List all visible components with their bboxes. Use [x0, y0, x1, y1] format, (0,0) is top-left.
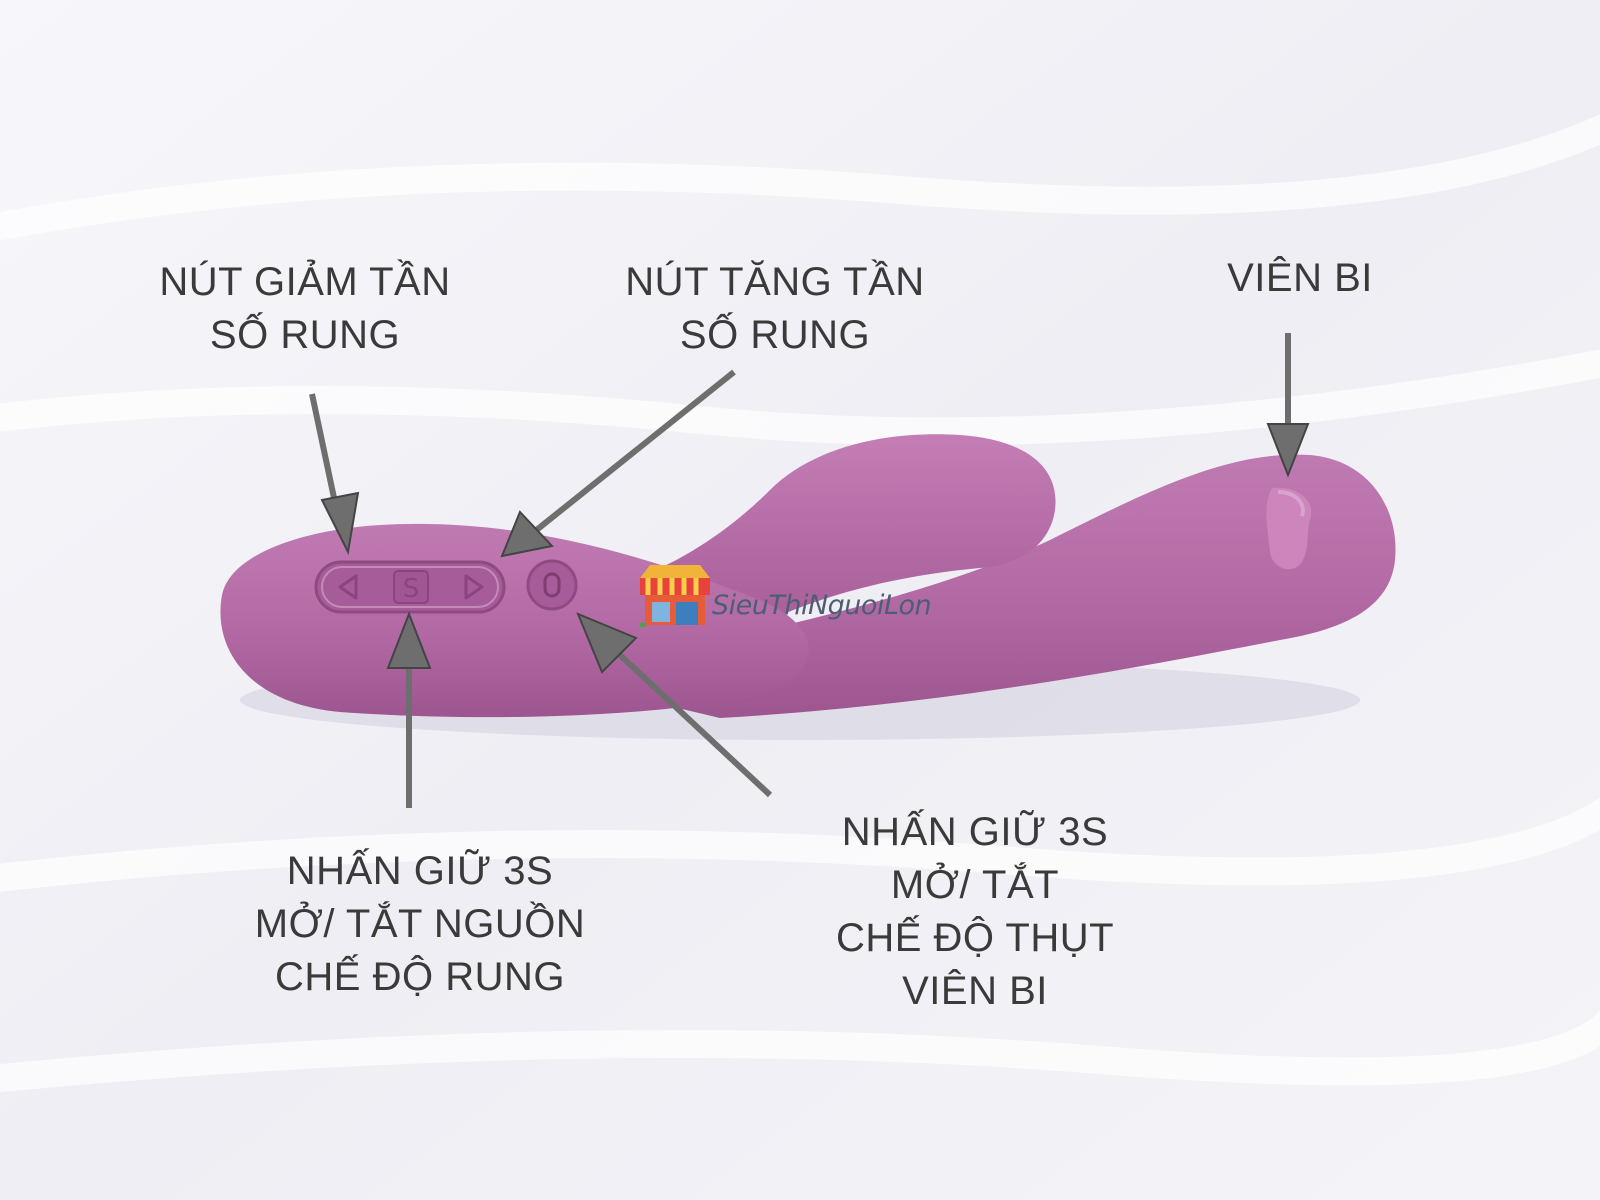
label-line: CHẾ ĐỘ THỤT — [835, 916, 1115, 960]
label-line: NÚT TĂNG TẦN — [625, 260, 925, 304]
arrow-increase-head — [500, 510, 554, 558]
label-line: SỐ RUNG — [209, 313, 401, 357]
label-thrust-bead: NHẤN GIỮ 3S MỞ/ TẮT CHẾ ĐỘ THỤT VIÊN BI — [760, 806, 1190, 1018]
bead — [1266, 487, 1312, 570]
label-bead: VIÊN BI — [1150, 252, 1450, 305]
label-decrease-button: NÚT GIẢM TẦN SỐ RUNG — [105, 256, 505, 362]
arrow-decrease-head — [320, 491, 360, 556]
s-mode-button[interactable] — [393, 570, 429, 604]
s-mode-icon: S — [403, 574, 420, 604]
label-line: MỞ/ TẮT NGUỒN — [254, 902, 586, 946]
label-line: MỞ/ TẮT — [890, 863, 1060, 907]
label-line: VIÊN BI — [1227, 256, 1373, 300]
control-panel-inner — [321, 566, 499, 608]
label-line: VIÊN BI — [902, 969, 1048, 1013]
thrust-button[interactable] — [526, 559, 578, 611]
arrow-thrust — [617, 652, 773, 798]
right-triangle-icon[interactable] — [464, 574, 484, 600]
label-line: NHẤN GIỮ 3S — [286, 849, 554, 893]
label-line: SỐ RUNG — [679, 313, 871, 357]
shop-logo-icon — [640, 565, 710, 627]
label-line: NHẤN GIỮ 3S — [841, 810, 1109, 854]
fabric-folds — [0, 114, 1600, 1093]
arrow-decrease — [309, 393, 340, 513]
stimulator-arm — [630, 434, 1056, 625]
arrow-power-head — [386, 611, 432, 669]
brand-watermark: SieuThiNguoiLon — [712, 590, 932, 621]
thrust-button-icon — [543, 572, 561, 598]
left-triangle-icon[interactable] — [338, 574, 358, 600]
label-line: CHẾ ĐỘ RUNG — [275, 955, 565, 999]
arrow-increase — [532, 369, 736, 535]
bead-highlight — [1277, 490, 1305, 517]
arrow-thrust-head — [576, 612, 638, 674]
arrows — [309, 333, 1310, 808]
arrow-bead-head — [1266, 423, 1310, 478]
label-power-vibration: NHẤN GIỮ 3S MỞ/ TẮT NGUỒN CHẾ ĐỘ RUNG — [195, 845, 645, 1004]
label-line: NÚT GIẢM TẦN — [159, 260, 451, 304]
label-increase-button: NÚT TĂNG TẦN SỐ RUNG — [565, 256, 985, 362]
